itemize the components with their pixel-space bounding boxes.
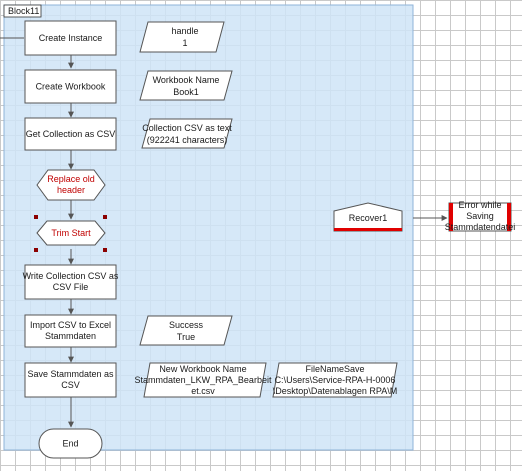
data-item-workbook-name-value: Book1 <box>173 87 199 97</box>
data-item-file-name-save[interactable]: FileNameSave C:\Users\Service-RPA-H-0006… <box>272 362 398 398</box>
write-collection-stage[interactable]: Write Collection CSV as CSV File <box>23 264 119 300</box>
data-item-success[interactable]: Success True <box>139 315 233 346</box>
flow-links <box>68 55 448 428</box>
data-item-handle-name: handle <box>171 26 198 36</box>
data-item-workbook-name-name: Workbook Name <box>153 75 220 85</box>
data-item-file-name-save-value-1: C:\Users\Service-RPA-H-0006 <box>275 375 396 385</box>
import-csv-line-1: Import CSV to Excel <box>30 320 111 330</box>
data-item-file-name-save-value-2: \Desktop\Datenablagen RPA\M <box>273 386 397 396</box>
data-item-collection-csv[interactable]: Collection CSV as text (922241 character… <box>141 118 233 149</box>
data-item-file-name-save-name: FileNameSave <box>305 364 364 374</box>
data-item-collection-csv-value: (922241 characters) <box>147 135 228 145</box>
exception-stage[interactable]: Error while Saving Stammdatendatei <box>445 200 516 232</box>
data-item-handle[interactable]: handle 1 <box>139 21 225 53</box>
block-label: Block11 <box>8 6 39 16</box>
exception-line-3: Stammdatendatei <box>445 222 516 232</box>
replace-old-header-line-2: header <box>57 185 85 195</box>
recover-accent-bar <box>334 228 402 231</box>
create-instance-stage[interactable]: Create Instance <box>24 20 117 56</box>
replace-old-header-line-1: Replace old <box>47 174 95 184</box>
selection-handle-bl[interactable] <box>34 248 38 252</box>
data-item-new-workbook-name-value-2: et.csv <box>191 386 215 396</box>
get-collection-stage[interactable]: Get Collection as CSV <box>24 117 117 151</box>
get-collection-label: Get Collection as CSV <box>26 129 116 139</box>
data-item-workbook-name[interactable]: Workbook Name Book1 <box>139 70 233 101</box>
write-collection-line-2: CSV File <box>53 282 89 292</box>
save-stammdaten-line-2: CSV <box>61 380 80 390</box>
data-item-success-value: True <box>177 332 195 342</box>
replace-old-header-stage[interactable]: Replace old header <box>36 169 106 201</box>
trim-start-stage[interactable]: Trim Start <box>34 215 107 252</box>
end-stage[interactable]: End <box>38 428 103 459</box>
create-instance-label: Create Instance <box>39 33 103 43</box>
trim-start-label: Trim Start <box>51 228 91 238</box>
recover-stage[interactable]: Recover1 <box>333 202 403 232</box>
create-workbook-label: Create Workbook <box>36 82 106 92</box>
create-workbook-stage[interactable]: Create Workbook <box>24 69 117 104</box>
write-collection-line-1: Write Collection CSV as <box>23 271 119 281</box>
exception-accent-right <box>507 203 511 231</box>
data-item-collection-csv-name: Collection CSV as text <box>142 123 232 133</box>
import-csv-line-2: Stammdaten <box>45 331 96 341</box>
exception-line-2: Saving <box>466 211 494 221</box>
selection-handle-tl[interactable] <box>34 215 38 219</box>
save-stammdaten-line-1: Save Stammdaten as <box>27 369 114 379</box>
data-item-success-name: Success <box>169 320 204 330</box>
block-label-box <box>3 4 42 18</box>
exception-line-1: Error while <box>458 200 501 210</box>
import-csv-stage[interactable]: Import CSV to Excel Stammdaten <box>24 314 117 348</box>
selection-handle-tr[interactable] <box>103 215 107 219</box>
data-item-handle-value: 1 <box>182 38 187 48</box>
exception-accent-left <box>449 203 453 231</box>
recover-label: Recover1 <box>349 213 388 223</box>
data-item-new-workbook-name[interactable]: New Workbook Name Stammdaten_LKW_RPA_Bea… <box>135 362 272 398</box>
selection-handle-br[interactable] <box>103 248 107 252</box>
data-item-new-workbook-name-value-1: Stammdaten_LKW_RPA_Bearbeit <box>135 375 272 385</box>
data-item-new-workbook-name-name: New Workbook Name <box>159 364 246 374</box>
end-label: End <box>62 439 78 449</box>
save-stammdaten-stage[interactable]: Save Stammdaten as CSV <box>24 362 117 398</box>
